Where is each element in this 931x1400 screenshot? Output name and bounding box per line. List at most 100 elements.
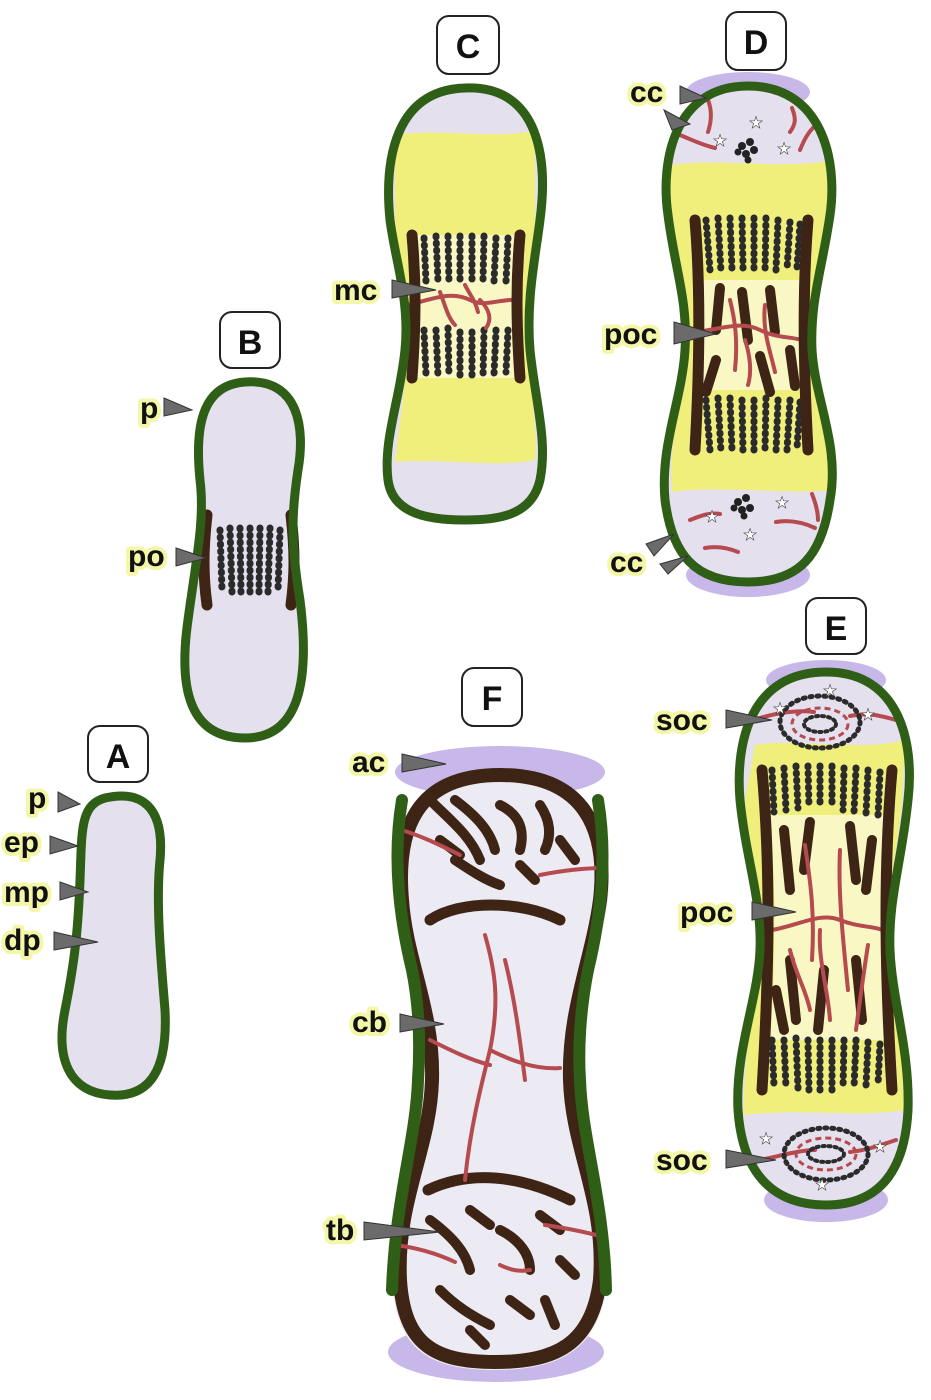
panel-f-letter: F: [482, 680, 503, 718]
panel-e-collar-right: [880, 764, 898, 1096]
panel-b-box: [219, 311, 281, 369]
label-e-soc-top: soc: [656, 704, 708, 737]
label-c-mc: mc: [334, 274, 377, 307]
panel-d-chondrocytes: [702, 214, 804, 456]
panel-a: A p ep mp dp: [0, 725, 170, 1100]
star-icon: ★: [759, 1129, 773, 1148]
label-a-p: p: [28, 782, 46, 815]
panel-d-box: [725, 11, 787, 71]
panel-d-labels: cc poc cc: [600, 72, 718, 583]
star-icon: ★: [861, 705, 875, 724]
star-icon: ★: [815, 1175, 829, 1194]
panel-b-labels: p po: [124, 388, 208, 577]
panel-a-cartilage: [62, 795, 166, 1096]
panel-b-periosteum: [180, 377, 308, 743]
panel-d-collar-right: [798, 214, 814, 456]
panel-f-trabeculae-bottom: [425, 1205, 580, 1350]
label-a-ep: ep: [4, 826, 39, 859]
panel-e-box: [805, 597, 867, 655]
panel-b: B p po: [124, 311, 308, 743]
panel-a-letter: A: [106, 738, 131, 776]
panel-b-letter: B: [238, 324, 263, 362]
panel-e-secondary-ossification-bottom: [781, 1125, 871, 1183]
star-icon: ★: [705, 507, 719, 526]
label-a-mp: mp: [4, 876, 49, 909]
panel-e-stars: ★ ★ ★ ★ ★ ★: [759, 681, 888, 1195]
panel-f-box: [461, 667, 523, 727]
panel-e-secondary-ossification-top: [777, 693, 863, 751]
label-a-dp: dp: [4, 924, 41, 957]
marker-arrow-icon: [673, 321, 718, 345]
marker-arrow-icon: [391, 279, 437, 299]
marker-arrow-icon: [401, 753, 447, 773]
star-icon: ★: [749, 113, 763, 132]
star-icon: ★: [773, 699, 787, 718]
star-icon: ★: [775, 493, 789, 512]
marker-arrow-icon: [53, 931, 99, 951]
panel-f-metaphysis-bottom: [422, 1172, 576, 1206]
marker-arrow-icon: [645, 533, 675, 557]
label-b-p: p: [140, 392, 158, 425]
panel-e-letter: E: [825, 610, 848, 648]
marker-arrow-icon: [679, 85, 708, 105]
label-f-cb: cb: [352, 1006, 387, 1039]
panel-e-chondrocytes: [768, 762, 884, 1094]
panel-b-chondrocytes: [216, 524, 284, 596]
label-f-ac: ac: [352, 746, 385, 779]
panel-d-letter: D: [744, 24, 769, 62]
panel-b-collar-left: [198, 509, 213, 611]
panel-d-collar-left: [689, 214, 705, 456]
marker-arrow-icon: [163, 397, 194, 417]
panel-e-periosteum: [733, 667, 914, 1210]
panel-d: D: [600, 11, 837, 597]
marker-arrow-icon: [659, 555, 689, 575]
panel-c-labels: mc: [330, 270, 437, 311]
marker-arrow-icon: [663, 108, 692, 131]
panel-c-letter: C: [456, 28, 481, 66]
panel-c-box: [436, 15, 500, 75]
marker-arrow-icon: [725, 709, 773, 729]
panel-e-labels: soc poc soc: [652, 700, 797, 1181]
panel-f-labels: ac cb tb: [322, 742, 447, 1251]
label-e-soc-bottom: soc: [656, 1144, 708, 1177]
marker-arrow-icon: [725, 1149, 777, 1169]
star-icon: ★: [823, 681, 837, 700]
panel-d-ossification-clusters: [730, 138, 758, 520]
star-icon: ★: [777, 139, 791, 158]
panel-f-metaphysis-top: [424, 899, 566, 926]
panel-c-periosteum: [382, 83, 548, 525]
panel-f-periosteum-left: [386, 794, 426, 1296]
panel-e-trabeculae: [771, 817, 877, 1035]
label-d-cc-top: cc: [630, 76, 663, 109]
panel-c-vessels: [406, 283, 522, 330]
panel-e: E: [652, 597, 914, 1222]
star-icon: ★: [713, 131, 727, 150]
marker-arrow-icon: [57, 791, 82, 813]
panel-f: F: [322, 667, 612, 1382]
panel-c-collar-right: [511, 229, 526, 384]
marker-arrow-icon: [49, 835, 80, 855]
label-d-poc: poc: [604, 318, 657, 351]
marker-arrow-icon: [175, 547, 208, 567]
star-icon: ★: [743, 525, 757, 544]
marker-arrow-icon: [751, 901, 797, 921]
panel-a-labels: p ep mp dp: [0, 778, 99, 961]
panel-c: C: [330, 15, 548, 525]
panel-f-periosteum-right: [573, 794, 612, 1296]
panel-c-chondrocytes: [420, 232, 512, 382]
marker-arrow-icon: [399, 1013, 445, 1033]
panel-d-periosteum: [659, 81, 837, 587]
label-f-tb: tb: [326, 1214, 354, 1247]
panel-d-trabeculae: [701, 283, 800, 397]
marker-arrow-icon: [59, 881, 90, 901]
label-d-cc-bottom: cc: [610, 546, 643, 579]
label-b-po: po: [128, 540, 165, 573]
star-icon: ★: [873, 1137, 887, 1156]
label-e-poc: poc: [680, 896, 733, 929]
panel-a-box: [87, 725, 149, 783]
panel-b-cartilage: [184, 381, 304, 738]
marker-arrow-icon: [363, 1221, 441, 1241]
panel-c-collar-left: [406, 229, 421, 384]
panel-d-stars: ★ ★ ★ ★ ★ ★: [705, 113, 792, 545]
panel-a-perichondrium: [57, 791, 170, 1100]
